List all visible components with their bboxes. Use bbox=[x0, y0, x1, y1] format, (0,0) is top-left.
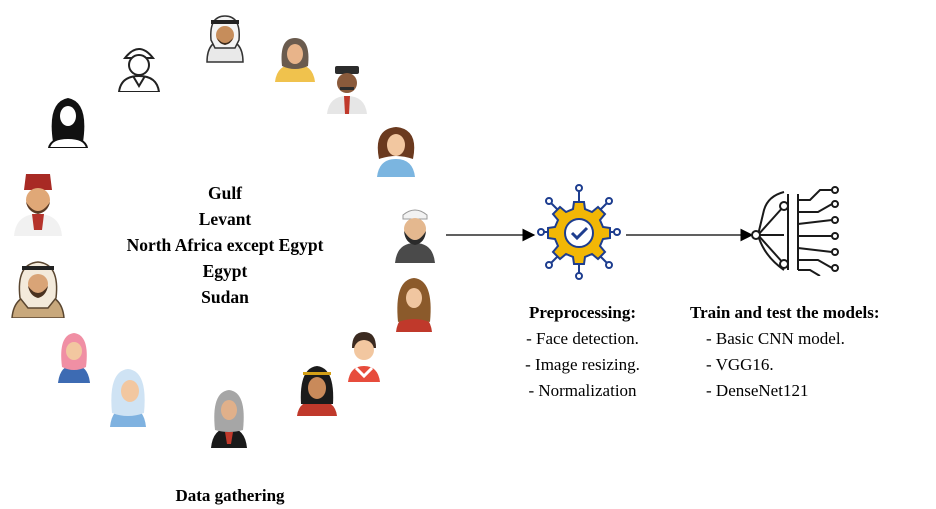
region-gulf: Gulf bbox=[207, 183, 243, 203]
training-item-vgg16: - VGG16. bbox=[706, 355, 774, 374]
avatar-woman-curly-hair-icon bbox=[373, 123, 419, 177]
avatar-man-red-tie-icon bbox=[325, 62, 369, 114]
avatar-man-keffiyeh-icon bbox=[203, 12, 247, 64]
preprocessing-item-image-resizing: - Image resizing. bbox=[525, 355, 640, 374]
avatar-elderly-woman-icon bbox=[108, 367, 148, 427]
gear-check-icon bbox=[536, 184, 622, 285]
avatar-boy-icon bbox=[346, 330, 382, 382]
region-sudan: Sudan bbox=[201, 287, 249, 307]
avatar-woman-long-hair-icon bbox=[394, 276, 434, 332]
avatar-woman-grey-hijab-icon bbox=[209, 388, 249, 448]
neural-network-icon bbox=[748, 186, 844, 281]
region-levant: Levant bbox=[198, 209, 252, 229]
avatar-man-fez-icon bbox=[12, 170, 64, 236]
avatar-woman-hijab-gold-icon bbox=[273, 32, 317, 82]
avatar-man-ghutra-icon bbox=[10, 258, 66, 318]
preprocessing-block: Preprocessing: - Face detection. - Image… bbox=[505, 300, 660, 404]
training-title: Train and test the models: bbox=[690, 303, 880, 322]
data-gathering-label: Data gathering bbox=[175, 486, 285, 505]
region-egypt: Egypt bbox=[202, 261, 248, 281]
training-block: Train and test the models: - Basic CNN m… bbox=[690, 300, 936, 404]
training-item-basic-cnn: - Basic CNN model. bbox=[706, 329, 845, 348]
preprocessing-item-normalization: - Normalization bbox=[528, 381, 637, 400]
avatar-girl-pink-hijab-icon bbox=[56, 331, 92, 383]
preprocessing-item-face-detection: - Face detection. bbox=[526, 329, 639, 348]
region-list: Gulf Levant North Africa except Egypt Eg… bbox=[95, 180, 355, 310]
avatar-woman-pharaoh-icon bbox=[295, 364, 339, 416]
avatar-woman-hijab-outline-icon bbox=[45, 92, 91, 148]
training-item-densenet121: - DenseNet121 bbox=[706, 381, 809, 400]
preprocessing-title: Preprocessing: bbox=[528, 303, 637, 322]
region-north-africa: North Africa except Egypt bbox=[126, 235, 324, 255]
avatar-man-turban-outline-icon bbox=[113, 38, 165, 92]
avatar-man-white-cap-icon bbox=[393, 203, 437, 263]
